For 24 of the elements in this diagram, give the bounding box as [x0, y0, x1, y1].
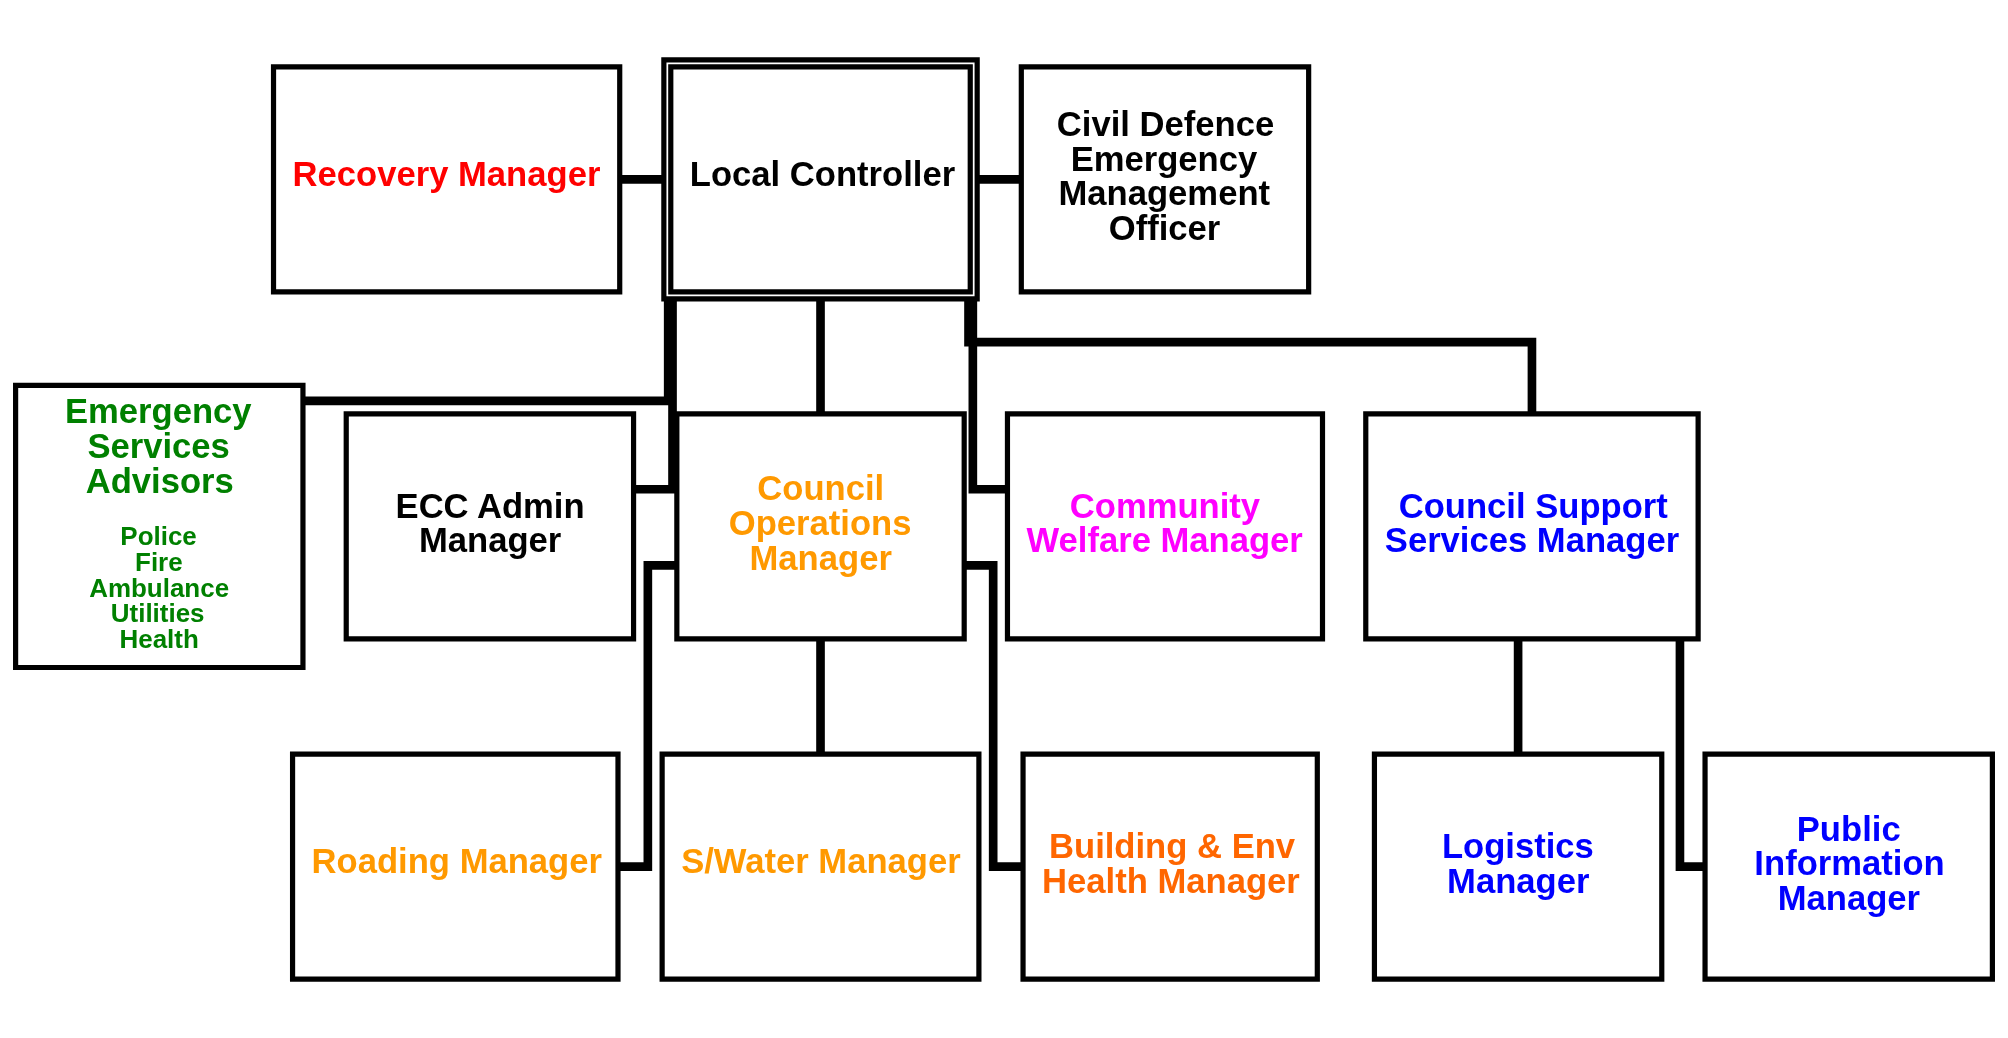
connector	[633, 298, 677, 494]
node-box: Council Support Services Manager	[1363, 410, 1701, 642]
node-box: Recovery Manager	[270, 63, 623, 294]
node-box: S/Water Manager	[659, 750, 982, 982]
connector	[964, 298, 1537, 414]
node-box: Civil Defence Emergency Management Officer	[1018, 63, 1312, 294]
node-box: Emergency Services Advisors Police Fire Ambulance Utilities Health	[13, 382, 306, 670]
connector	[816, 298, 825, 414]
connector	[1513, 638, 1523, 753]
node-box: Local Controller	[661, 56, 980, 301]
connector	[977, 174, 1022, 184]
node-box: Community Welfare Manager	[1004, 410, 1326, 642]
connector	[964, 560, 1023, 871]
connector	[968, 298, 1008, 494]
node-box: ECC Admin Manager	[343, 410, 637, 642]
connector	[1675, 638, 1705, 871]
node-box: Council Operations Manager	[674, 410, 967, 642]
connector	[619, 174, 664, 184]
node-box: Public Information Manager	[1702, 750, 1995, 982]
node-box: Building & Env Health Manager	[1020, 750, 1320, 982]
connector	[618, 560, 677, 871]
connector	[816, 638, 825, 753]
node-box: Roading Manager	[289, 750, 621, 982]
node-box: Logistics Manager	[1371, 750, 1665, 982]
